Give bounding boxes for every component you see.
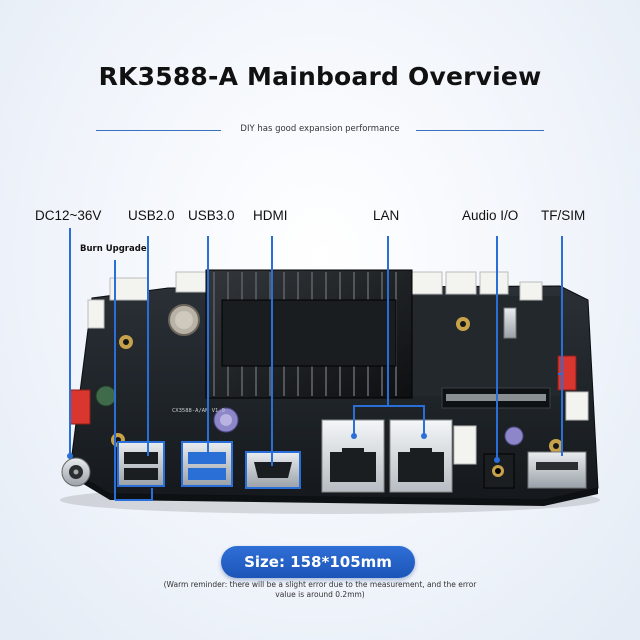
callout-dots <box>67 433 500 463</box>
capacitor-purple-2 <box>504 426 524 446</box>
standoff <box>503 307 517 339</box>
subtitle-rule-left <box>96 130 221 131</box>
label-hdmi: HDMI <box>253 208 288 223</box>
warm-reminder: (Warm reminder: there will be a slight e… <box>120 580 520 600</box>
tf-sim-slot <box>527 451 587 489</box>
dc-jack <box>61 457 91 487</box>
pcb-edge <box>70 470 598 506</box>
capacitor-green <box>95 385 117 407</box>
lan-port-2 <box>389 419 453 493</box>
subtitle-rule-right <box>416 130 544 131</box>
size-badge: Size: 158*105mm <box>221 546 415 578</box>
top-connectors <box>87 271 589 465</box>
label-audio: Audio I/O <box>462 208 519 223</box>
subtitle: DIY has good expansion performance <box>240 124 400 134</box>
warm-reminder-line-2: value is around 0.2mm) <box>275 590 365 599</box>
board-silkscreen: CX3588-A/AN V1.0 <box>172 408 225 414</box>
heatsink <box>205 269 413 399</box>
usb2-port <box>117 441 165 487</box>
pcb-right-area <box>410 296 560 396</box>
label-usb2: USB2.0 <box>128 208 175 223</box>
label-dc: DC12~36V <box>35 208 102 223</box>
label-usb3: USB3.0 <box>188 208 235 223</box>
callout-lines <box>69 228 563 501</box>
red-connector-left <box>69 389 91 425</box>
page-title: RK3588-A Mainboard Overview <box>98 62 542 91</box>
label-tfsim: TF/SIM <box>541 208 586 223</box>
label-burn-upgrade: Burn Upgrade <box>80 244 147 254</box>
label-lan: LAN <box>373 208 400 223</box>
subtitle-row: DIY has good expansion performance <box>0 124 640 138</box>
warm-reminder-line-1: (Warm reminder: there will be a slight e… <box>163 580 477 589</box>
